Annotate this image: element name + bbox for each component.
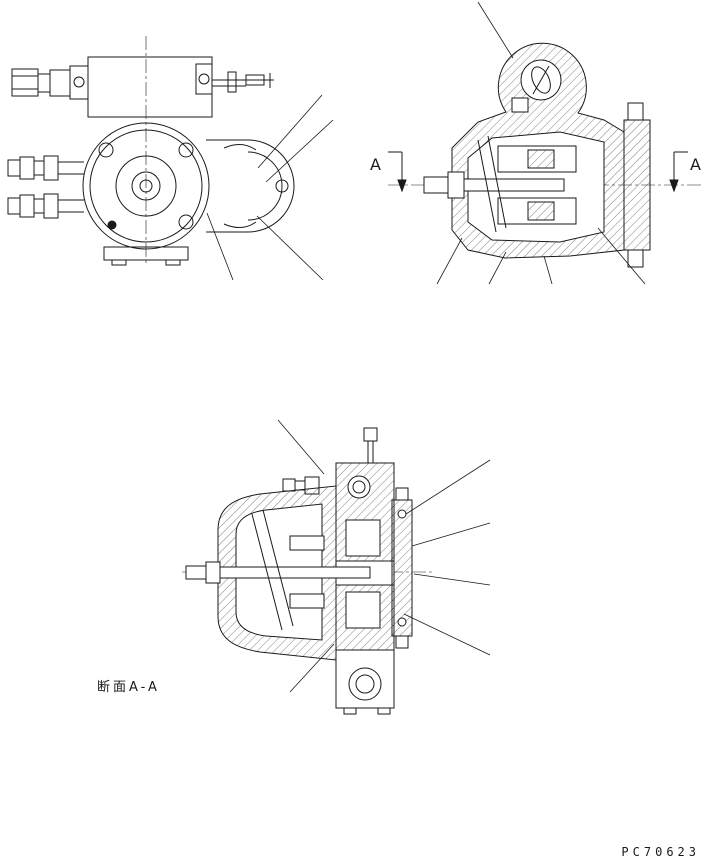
drawing-number: PC70623 [621,845,700,859]
valve-block [11,56,274,118]
left-port-fittings [7,155,84,219]
mounting-flange [623,102,651,268]
section-arrow-left: A [370,151,407,193]
rear-flange [391,487,413,649]
port-block-section [335,462,395,651]
section-arrow-right: A [669,151,701,193]
section-label-right: A [690,155,701,174]
aa-drive-shaft [185,509,371,631]
piston-block [477,135,577,233]
aa-top-leader [277,419,325,475]
front-view-leader-lines [206,94,334,281]
main-housing [82,122,210,250]
section-aa-view: 断面A-A [97,419,491,715]
side-view-leader-lines [436,227,646,285]
top-leader-line [477,1,514,59]
front-view [7,36,334,281]
aa-leader-lines [289,459,491,693]
side-section-view: A A [370,1,702,285]
section-caption: 断面A-A [97,680,160,695]
drive-shaft [423,171,565,199]
right-yoke [206,139,295,233]
mount-base [103,246,189,266]
section-label-left: A [370,155,381,174]
bottom-valve-block [335,649,395,715]
